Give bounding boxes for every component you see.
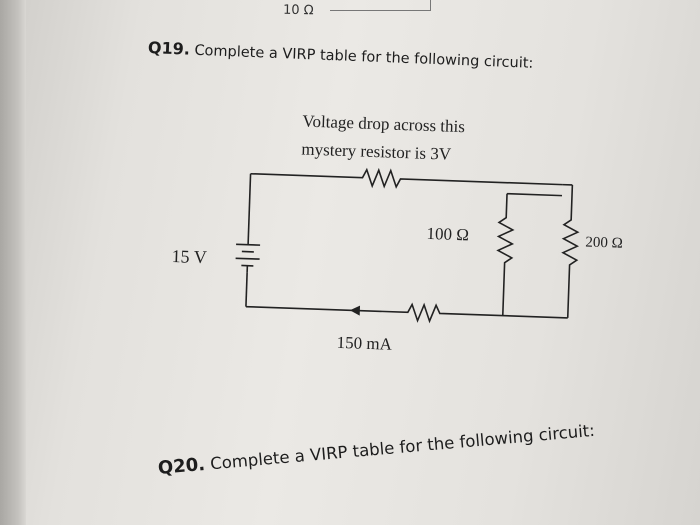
resistor-200-label: 200 Ω <box>585 234 623 251</box>
top-wire-mystery-resistor <box>250 167 563 189</box>
note-line-2: mystery resistor is 3V <box>301 140 452 164</box>
bottom-wire-resistor <box>245 302 568 324</box>
battery-plate-3 <box>235 257 260 260</box>
current-label: 150 mA <box>336 333 393 354</box>
source-voltage-label: 15 V <box>171 246 207 267</box>
left-wire-upper <box>247 173 252 245</box>
page-edge <box>0 0 26 525</box>
note-line-1: Voltage drop across this <box>302 112 465 137</box>
resistor-200-branch <box>561 184 580 318</box>
resistor-100-label: 100 Ω <box>426 224 469 244</box>
parallel-top-junction <box>507 192 563 197</box>
resistor-100-branch <box>496 193 515 316</box>
previous-answer-box <box>330 0 431 11</box>
question-20-number: Q20. <box>157 453 206 479</box>
battery-plate-1 <box>236 243 261 246</box>
left-wire-lower <box>245 272 248 307</box>
current-arrow-icon <box>349 305 361 316</box>
